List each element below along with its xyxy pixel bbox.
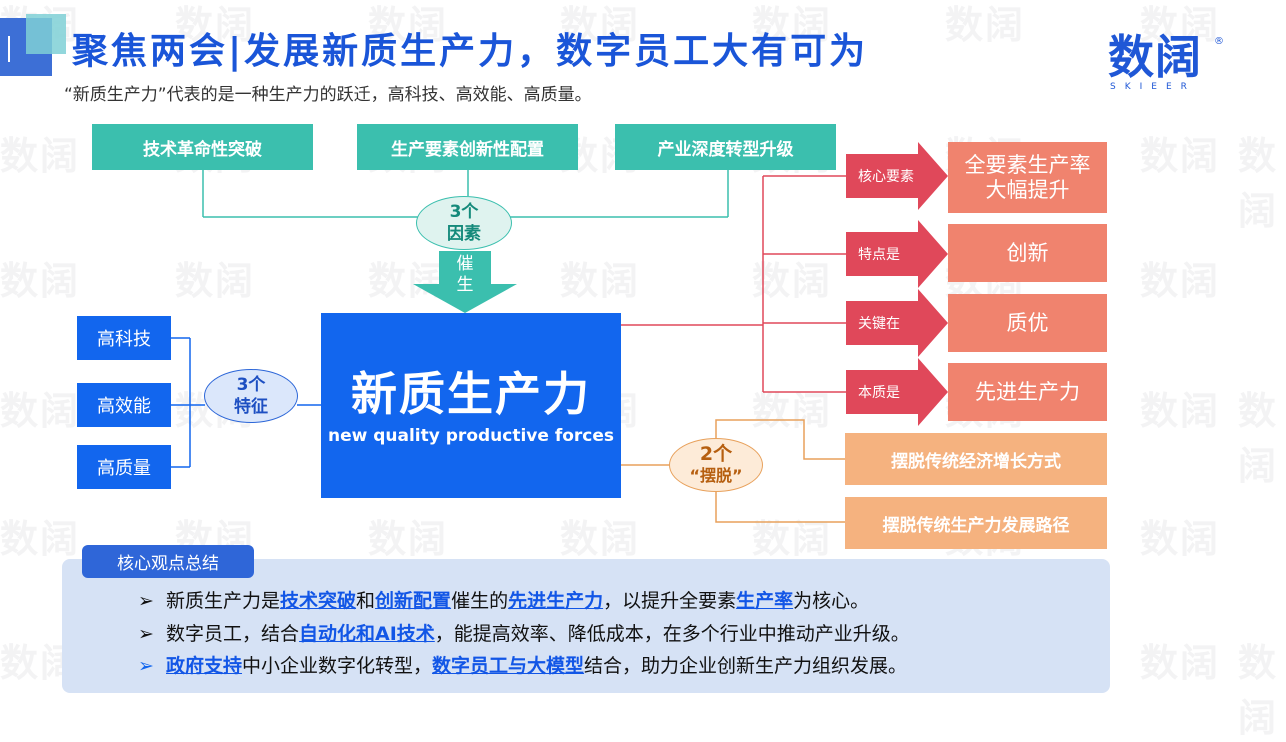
- breakaway-box-growth-mode: 摆脱传统经济增长方式: [845, 433, 1107, 485]
- factor-box-element-allocation: 生产要素创新性配置: [357, 124, 578, 170]
- factors-count-ellipse: 3个 因素: [416, 196, 512, 250]
- watermark-text: 数阔: [1140, 259, 1221, 303]
- watermark-text: 数阔: [752, 259, 833, 303]
- summary-bullet-2: ➢ 数字员工，结合自动化和AI技术，能提高效率、降低成本，在多个行业中推动产业升级…: [138, 619, 910, 646]
- aspect-value-advanced-productivity: 先进生产力: [948, 363, 1107, 421]
- watermark-text: 数阔: [0, 259, 81, 303]
- highlight-text: 创新配置: [375, 590, 452, 612]
- bullet-text: 中小企业数字化转型，: [242, 655, 433, 677]
- aspect-value-quality: 质优: [948, 294, 1107, 352]
- aspect-tag-core-element: 核心要素: [858, 169, 914, 185]
- watermark-text: 数阔: [1238, 134, 1279, 233]
- watermark-text: 数阔: [1140, 641, 1221, 685]
- factor-box-industry-upgrade: 产业深度转型升级: [615, 124, 836, 170]
- breakaway-box-development-path: 摆脱传统生产力发展路径: [845, 497, 1107, 549]
- feature-box-high-efficiency: 高效能: [77, 383, 171, 427]
- corner-decoration-accent: [26, 14, 66, 54]
- bullet-text: ，能提高效率、降低成本，在多个行业中推动产业升级。: [434, 623, 910, 645]
- page-title: 聚焦两会|发展新质生产力，数字员工大有可为: [72, 31, 869, 72]
- bullet-marker: ➢: [138, 590, 154, 612]
- highlight-text: 先进生产力: [508, 590, 604, 612]
- logo-text: 数阔: [1108, 30, 1202, 84]
- breakaway-ellipse-line2: “摆脱”: [689, 466, 743, 485]
- watermark-text: 数阔: [1238, 641, 1279, 740]
- bullet-text: 数字员工，结合: [166, 623, 300, 645]
- aspect-tag-essence: 本质是: [858, 385, 900, 401]
- features-ellipse-line1: 3个: [236, 375, 266, 395]
- highlight-text: 生产率: [736, 590, 794, 612]
- page-subtitle: “新质生产力”代表的是一种生产力的跃迁，高科技、高效能、高质量。: [64, 85, 592, 105]
- aspect-tag-key: 关键在: [858, 316, 900, 332]
- watermark-text: 数阔: [175, 259, 256, 303]
- watermark-text: 数阔: [1238, 389, 1279, 488]
- core-concept-box: 新质生产力 new quality productive forces: [321, 313, 621, 498]
- watermark-text: 数阔: [0, 134, 81, 178]
- logo-subtext: SKIEER: [1110, 82, 1196, 92]
- watermark-text: 数阔: [368, 259, 449, 303]
- summary-panel: [62, 559, 1110, 693]
- registered-mark: ®: [1214, 36, 1224, 47]
- catalyze-label: 催 生: [455, 254, 475, 296]
- aspect-tag-feature: 特点是: [858, 247, 900, 263]
- bullet-text: 催生的: [451, 590, 509, 612]
- aspect-connectors: [621, 175, 846, 393]
- watermark-text: 数阔: [752, 389, 833, 433]
- watermark-text: 数阔: [1140, 134, 1221, 178]
- catalyze-label-line1: 催: [456, 254, 474, 274]
- factors-ellipse-line1: 3个: [449, 202, 479, 222]
- features-ellipse-line2: 特征: [234, 397, 268, 417]
- highlight-text: 自动化和AI技术: [299, 623, 435, 645]
- core-concept-title: 新质生产力: [351, 366, 591, 421]
- bullet-text: 新质生产力是: [166, 590, 281, 612]
- bullet-text: 为核心。: [793, 590, 870, 612]
- aspect-value-tfp-growth: 全要素生产率大幅提升: [948, 142, 1107, 213]
- highlight-text: 政府支持: [166, 655, 243, 677]
- bullet-text: 结合，助力企业创新生产力组织发展。: [584, 655, 908, 677]
- summary-tag: 核心观点总结: [82, 545, 254, 578]
- feature-box-high-quality: 高质量: [77, 445, 171, 489]
- features-count-ellipse: 3个 特征: [204, 369, 298, 423]
- brand-logo: 数阔 SKIEER ®: [1108, 30, 1224, 92]
- watermark-text: 数阔: [0, 389, 81, 433]
- factor-box-tech-breakthrough: 技术革命性突破: [92, 124, 313, 170]
- summary-bullet-3: ➢ 政府支持中小企业数字化转型，数字员工与大模型结合，助力企业创新生产力组织发展。: [138, 651, 907, 678]
- bullet-text: ，以提升全要素: [603, 590, 737, 612]
- bullet-text: 和: [356, 590, 376, 612]
- factors-ellipse-line2: 因素: [447, 224, 481, 244]
- watermark-text: 数阔: [945, 3, 1026, 47]
- bullet-marker: ➢: [138, 623, 154, 645]
- feature-box-high-tech: 高科技: [77, 316, 171, 360]
- highlight-text: 技术突破: [280, 590, 357, 612]
- watermark-text: 数阔: [1140, 389, 1221, 433]
- watermark-text: 数阔: [560, 259, 641, 303]
- watermark-text: 数阔: [752, 517, 833, 561]
- catalyze-label-line2: 生: [456, 275, 474, 295]
- bullet-marker: ➢: [138, 655, 154, 677]
- core-concept-english: new quality productive forces: [327, 425, 615, 446]
- summary-bullet-1: ➢ 新质生产力是技术突破和创新配置催生的先进生产力，以提升全要素生产率为核心。: [138, 586, 869, 613]
- highlight-text: 数字员工与大模型: [432, 655, 585, 677]
- watermark-text: 数阔: [1140, 517, 1221, 561]
- watermark-text: 数阔: [560, 517, 641, 561]
- corner-decoration-line: [8, 36, 10, 62]
- breakaway-ellipse-line1: 2个: [699, 443, 733, 465]
- breakaway-count-ellipse: 2个 “摆脱”: [669, 438, 763, 492]
- watermark-text: 数阔: [0, 517, 81, 561]
- aspect-value-innovation: 创新: [948, 224, 1107, 282]
- watermark-text: 数阔: [368, 517, 449, 561]
